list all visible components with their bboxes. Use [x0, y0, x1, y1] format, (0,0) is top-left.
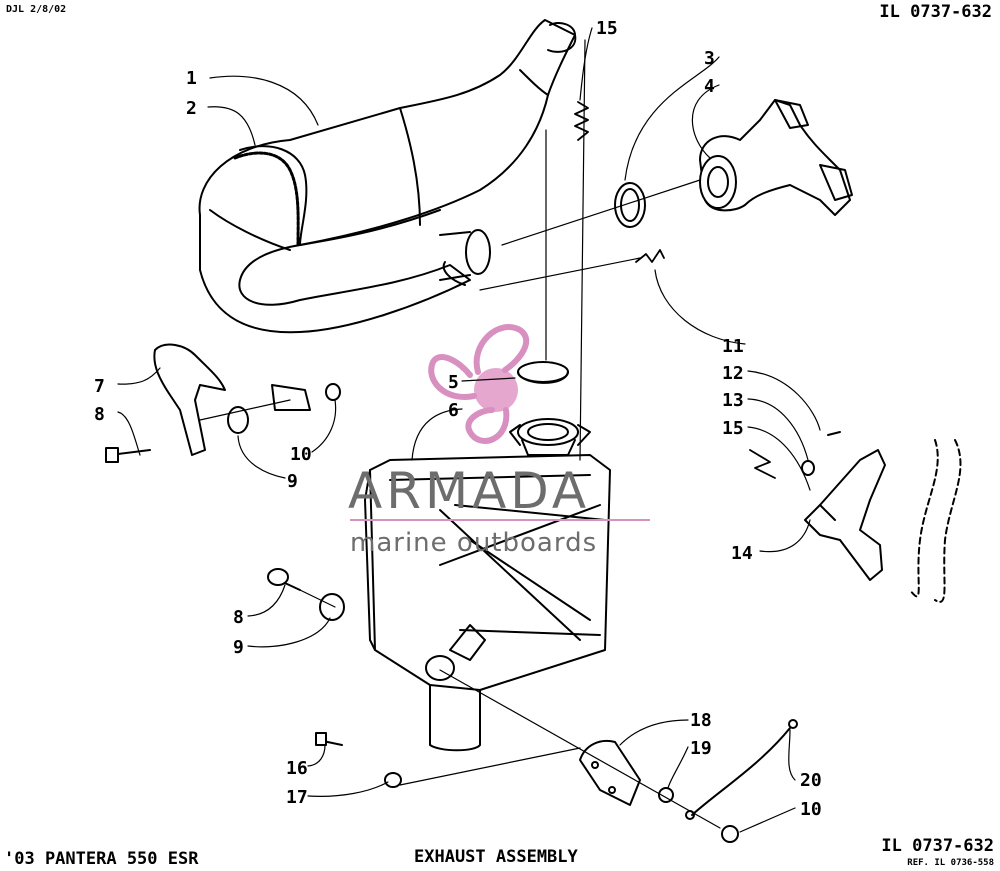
callout-15-top: 15: [596, 18, 618, 39]
illustration-number-top: IL 0737-632: [879, 2, 992, 22]
exhaust-spring-upper: [574, 101, 589, 141]
reference-number: REF. IL 0736-558: [907, 858, 994, 868]
callout-3: 3: [704, 48, 715, 69]
callout-14: 14: [731, 543, 753, 564]
muffler-outlet-collar: [439, 229, 491, 286]
chassis-frame-outline: [909, 439, 962, 603]
canister-inlet-collar: [509, 418, 591, 456]
callout-leaders: [117, 27, 821, 833]
lower-mount-plate: [579, 740, 641, 806]
callout-10-lower: 10: [800, 799, 822, 820]
y-pipe-manifold: [699, 99, 853, 216]
callout-9-lower: 9: [233, 637, 244, 658]
callout-4: 4: [704, 76, 715, 97]
callout-9: 9: [287, 471, 298, 492]
callout-8-lower: 8: [233, 607, 244, 628]
callout-1: 1: [186, 68, 197, 89]
callout-20: 20: [800, 770, 822, 791]
canister-inlet-seal: [517, 361, 569, 384]
callout-2: 2: [186, 98, 197, 119]
callout-5: 5: [448, 372, 459, 393]
callout-10: 10: [290, 444, 312, 465]
muffler-mount-bracket: [153, 343, 311, 456]
exhaust-seal-ring: [614, 182, 646, 228]
canister-support-bracket: [749, 431, 886, 581]
watermark-tagline: marine outboards: [350, 528, 598, 558]
watermark-divider: [350, 519, 650, 521]
star-washer: [658, 787, 674, 803]
watermark-propeller-icon: [428, 324, 530, 444]
callout-19: 19: [690, 738, 712, 759]
silencer-canister: [364, 454, 611, 752]
watermark-brand: ARMADA: [348, 462, 591, 520]
washer: [384, 772, 402, 788]
drawing-date-code: DJL 2/8/02: [6, 4, 67, 15]
callout-7: 7: [94, 376, 105, 397]
mounting-bolt: [105, 447, 343, 746]
assembly-lines: [199, 39, 721, 829]
model-name: '03 PANTERA 550 ESR: [4, 849, 199, 869]
callout-12: 12: [722, 363, 744, 384]
callout-17: 17: [286, 787, 308, 808]
callout-6: 6: [448, 400, 459, 421]
callout-labels: 1 2 3 4 5 6 7 8 9 10 11 12 13 14 15 15 8…: [94, 18, 822, 820]
expansion-chamber: [198, 19, 577, 334]
callout-16: 16: [286, 758, 308, 779]
ground-cable: [685, 719, 798, 820]
callout-13: 13: [722, 390, 744, 411]
lock-nut: [721, 825, 739, 843]
callout-8: 8: [94, 404, 105, 425]
exhaust-spring-lower: [635, 249, 665, 263]
rubber-bumper: [227, 383, 345, 621]
callout-15-side: 15: [722, 418, 744, 439]
diagram-title: EXHAUST ASSEMBLY: [414, 847, 578, 867]
callout-18: 18: [690, 710, 712, 731]
illustration-number-bottom: IL 0737-632: [881, 836, 994, 856]
callout-11: 11: [722, 336, 744, 357]
spring-clip: [233, 151, 300, 247]
